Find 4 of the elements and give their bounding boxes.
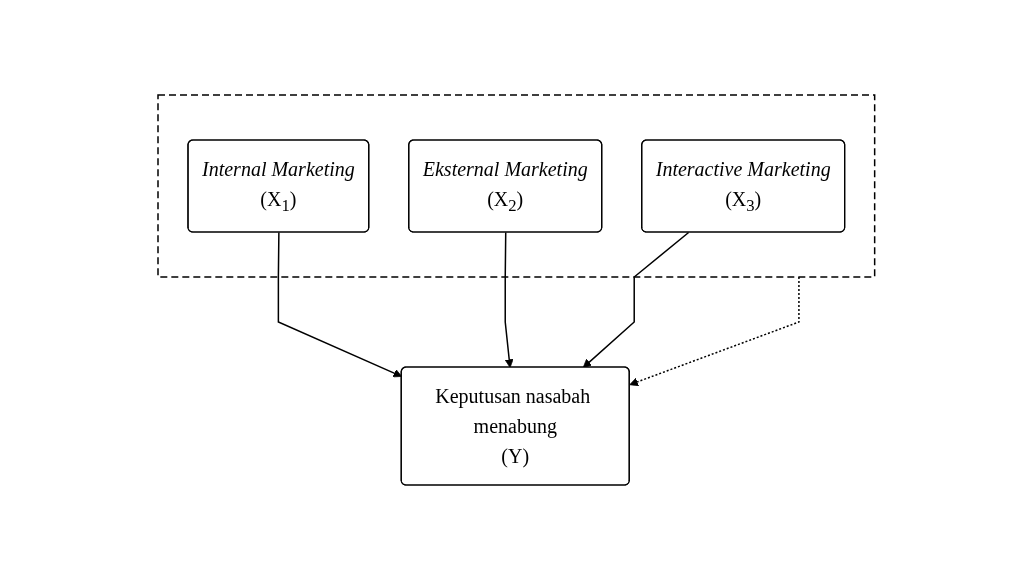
arrow [504,231,514,368]
arrow [583,231,690,368]
arrow [629,275,800,386]
cluster [157,93,876,278]
